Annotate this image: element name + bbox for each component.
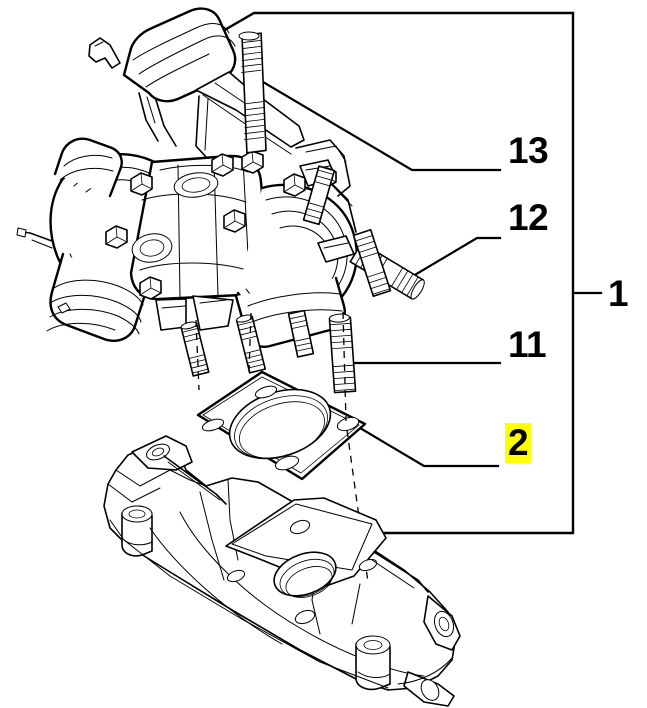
callout-label-2-highlighted: 2 <box>505 423 532 463</box>
callout-label-13: 13 <box>508 130 549 171</box>
stud-11 <box>328 313 357 394</box>
exhaust-manifold <box>103 435 461 707</box>
assembly-centerlines <box>195 311 369 583</box>
callout-label-1: 1 <box>608 273 629 314</box>
stud-13 <box>238 31 267 154</box>
turbocharger-body <box>16 137 358 348</box>
leader-line-13 <box>261 80 502 172</box>
leader-line-12 <box>401 236 502 284</box>
wastegate-actuator <box>88 7 237 147</box>
callout-bracket <box>195 11 603 535</box>
turbo-fasteners <box>105 150 337 300</box>
callout-label-12: 12 <box>508 197 549 238</box>
callout-label-11: 11 <box>508 324 547 365</box>
leader-line-2 <box>358 426 500 468</box>
flange-gasket <box>196 370 367 481</box>
